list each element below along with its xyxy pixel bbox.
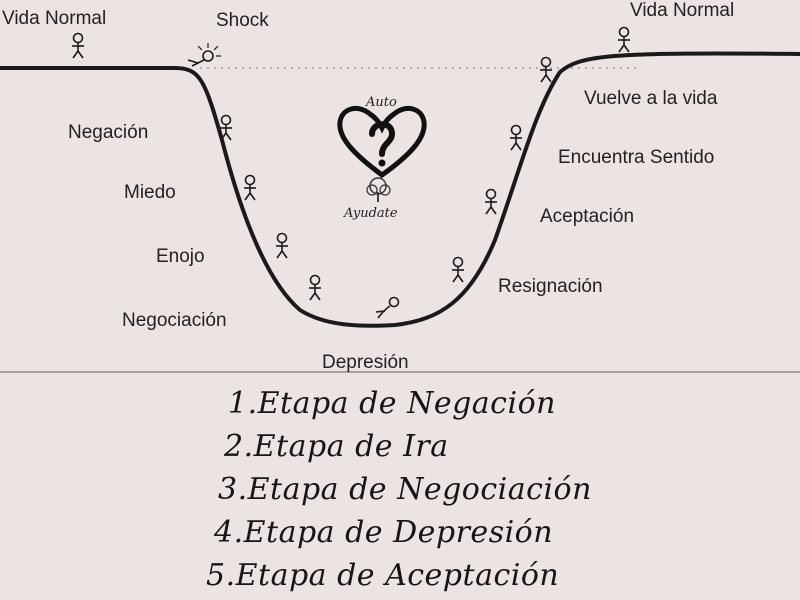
grief-curve-diagram: Vida Normal Shock Vida Normal Negación M… (0, 0, 800, 373)
stage-item: 3.Etapa de Negociación (218, 472, 592, 507)
label-vida-normal-left: Vida Normal (2, 8, 106, 29)
label-vida-normal-right: Vida Normal (630, 0, 734, 21)
stage-item: 5.Etapa de Aceptación (206, 558, 560, 593)
stick-figure-icon (308, 274, 322, 301)
label-depresion: Depresión (322, 352, 409, 373)
label-resignacion: Resignación (498, 276, 603, 297)
grief-curve (0, 51, 800, 328)
logo-bottom-text: Ayudate (343, 206, 398, 221)
logo-top-text: Auto (365, 95, 397, 110)
shock-burst-icon (187, 43, 221, 67)
stick-figure-icon (243, 174, 257, 201)
stick-figure-icon (484, 188, 498, 215)
lying-figure-icon (375, 296, 400, 319)
stick-figure-icon (451, 256, 465, 283)
stick-figure-icon (539, 56, 553, 83)
stage-item: 1.Etapa de Negación (228, 386, 556, 421)
label-encuentra-sentido: Encuentra Sentido (558, 147, 714, 168)
label-enojo: Enojo (156, 246, 205, 267)
label-miedo: Miedo (124, 182, 176, 203)
label-vuelve-a-la-vida: Vuelve a la vida (584, 88, 718, 109)
stick-figure-icon (71, 32, 85, 59)
label-negociacion: Negociación (122, 310, 227, 331)
stage-item: 4.Etapa de Depresión (214, 515, 554, 550)
label-shock: Shock (216, 10, 269, 31)
stick-figure-icon (275, 232, 289, 259)
stick-figure-icon (617, 26, 631, 53)
stick-figure-icon (509, 124, 523, 151)
auto-ayudate-logo: Auto Ayudate (337, 95, 427, 221)
label-aceptacion: Aceptación (540, 206, 634, 227)
stage-item: 2.Etapa de Ira (224, 429, 449, 464)
heart-icon (337, 105, 427, 179)
label-negacion: Negación (68, 122, 148, 143)
tree-icon (366, 177, 391, 202)
